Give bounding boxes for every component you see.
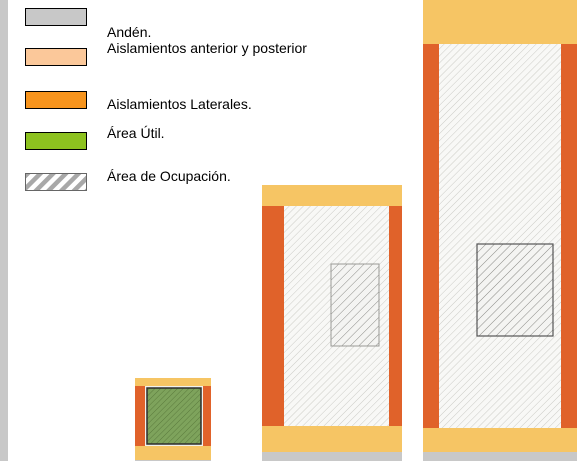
lot-medium-aislamiento-posterior: [262, 426, 402, 452]
lot-small-area-ocupacion: [146, 387, 202, 445]
legend-label-area-ocupacion: Área de Ocupación.: [107, 168, 231, 184]
legend-swatch-area-ocupacion: [25, 173, 87, 191]
lot-small-aislamiento-lateral-right: [203, 386, 211, 446]
legend-swatch-area-util: [25, 132, 87, 150]
lot-small-aislamiento-lateral-left: [135, 386, 145, 446]
lot-large-area-util: [439, 44, 561, 428]
lot-large-aislamiento-posterior: [423, 428, 577, 452]
lot-medium-area-ocupacion: [330, 263, 380, 347]
lot-medium-anden: [262, 452, 402, 461]
legend-swatch-anden: [25, 8, 87, 26]
lot-small: [135, 378, 211, 461]
legend-label-aislamientos-laterales: Aislamientos Laterales.: [107, 96, 252, 112]
lot-large-area-ocupacion: [476, 243, 554, 337]
lot-large-aislamiento-anterior: [423, 0, 577, 44]
legend-swatch-aislamientos-anterior-posterior: [25, 48, 87, 66]
lot-large-aislamiento-lateral-right: [561, 44, 577, 428]
lot-medium-aislamiento-lateral-left: [262, 206, 284, 426]
legend-label-aislamientos-anterior-posterior: Aislamientos anterior y posterior: [107, 40, 307, 56]
lot-medium-aislamiento-lateral-right: [389, 206, 402, 426]
lot-large-anden: [423, 452, 577, 461]
lot-medium: [262, 185, 402, 461]
lot-large-aislamiento-lateral-left: [423, 44, 439, 428]
lot-medium-aislamiento-anterior: [262, 185, 402, 206]
legend-swatch-aislamientos-laterales: [25, 91, 87, 109]
page-edge-strip: [0, 0, 8, 461]
lot-small-aislamiento-posterior: [135, 446, 211, 460]
legend-label-area-util: Área Útil.: [107, 125, 165, 141]
lot-small-aislamiento-anterior: [135, 378, 211, 386]
legend-label-anden: Andén.: [107, 24, 152, 40]
lot-large: [423, 0, 577, 461]
